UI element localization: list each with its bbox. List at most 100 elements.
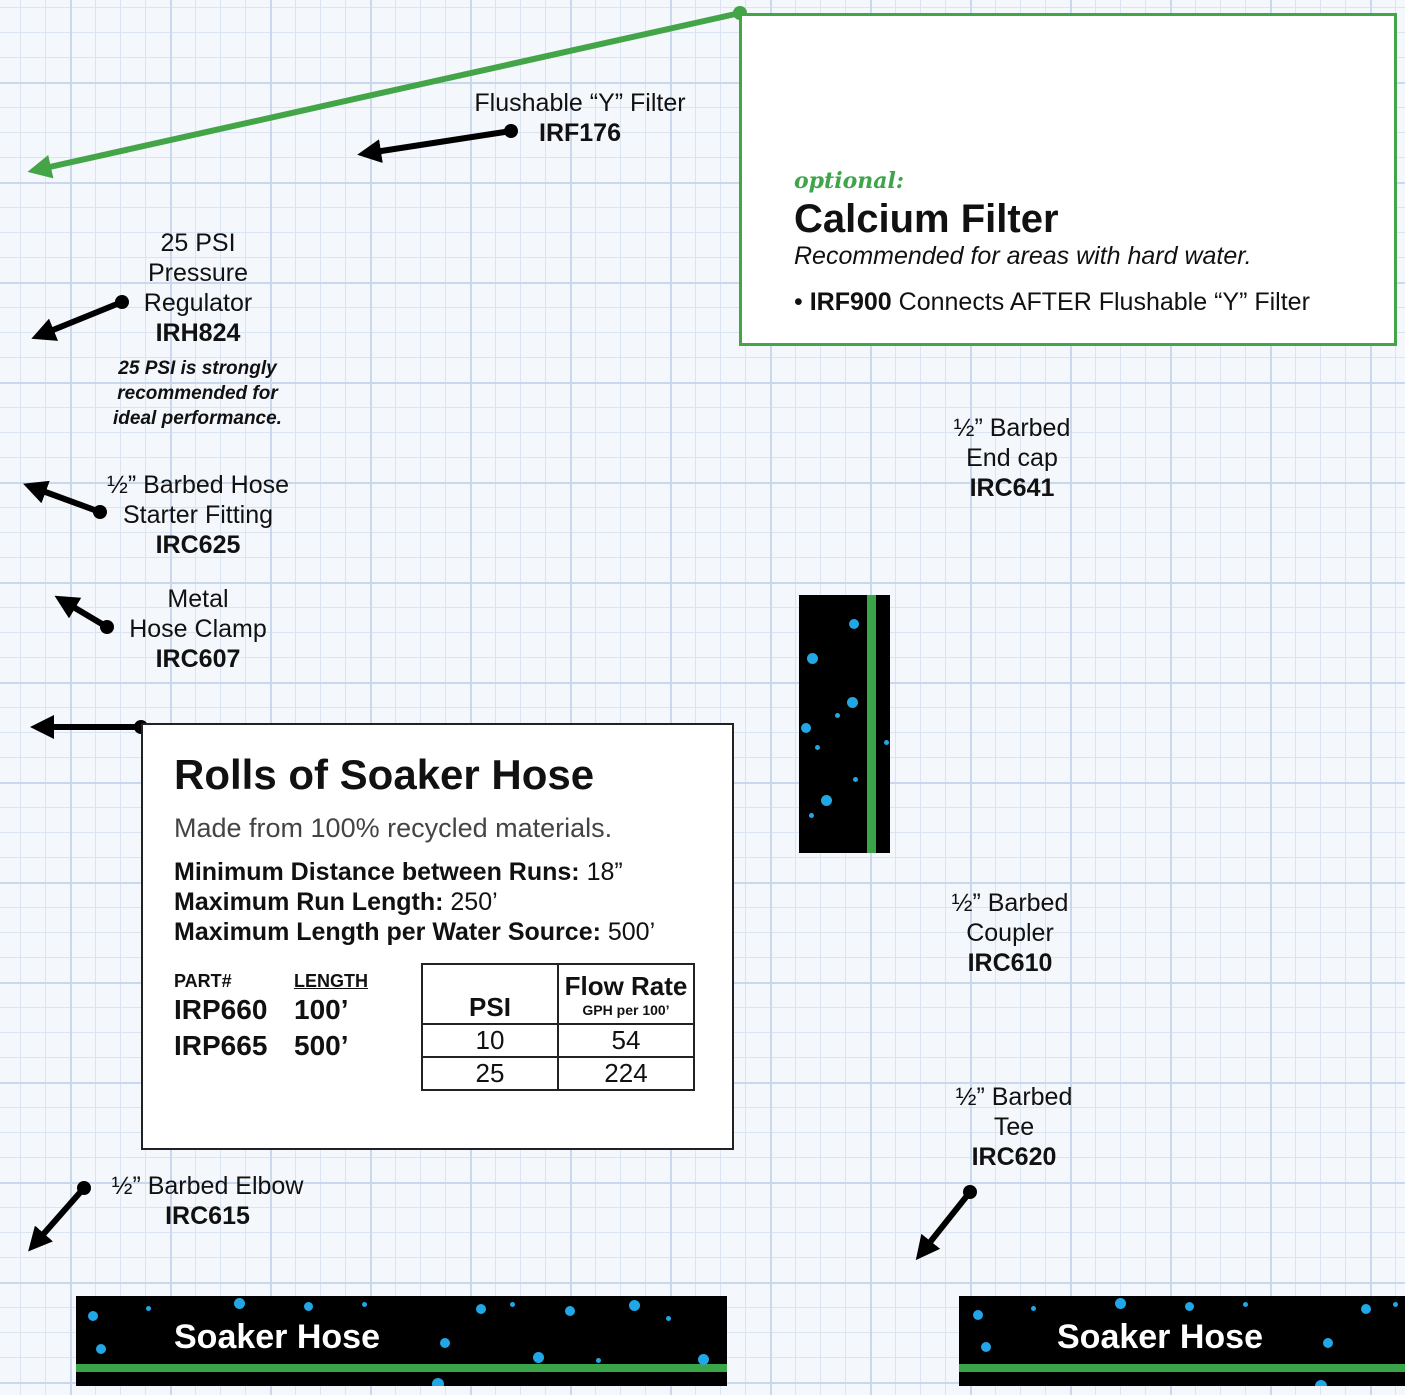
end-cap-label: ½” Barbed End cap IRC641 [932,413,1092,503]
hose-stripe [959,1364,1405,1372]
y-filter-code: IRF176 [539,119,621,147]
water-dot [1315,1380,1327,1386]
spec-max-run: Maximum Run Length: 250’ [174,887,498,917]
water-dot [304,1302,313,1311]
water-dot [853,777,858,782]
starter-fitting-label: ½” Barbed Hose Starter Fitting IRC625 [98,470,298,560]
flow-rate-table: PSI Flow Rate GPH per 100’ 10 54 25 224 [421,963,695,1091]
water-dot [596,1358,601,1363]
water-dot [146,1306,151,1311]
water-dot [510,1302,515,1307]
water-dot [362,1302,367,1307]
part-length: 500’ [294,1030,349,1061]
tee-line1: ½” Barbed [955,1083,1073,1111]
water-dot [809,813,814,818]
tee-label: ½” Barbed Tee IRC620 [934,1082,1094,1172]
flow-table-header: PSI Flow Rate GPH per 100’ [421,963,695,1025]
water-dot [1115,1298,1126,1309]
calcium-filter-code: IRF900 [809,288,892,316]
water-dot [432,1378,444,1386]
coupler-line2: Coupler [966,919,1054,947]
starter-line2: Starter Fitting [122,501,274,529]
psi-header: PSI [421,963,559,1025]
rate-cell: 224 [557,1056,695,1091]
elbow-code: IRC615 [165,1202,250,1230]
water-dot [698,1354,709,1365]
water-dot [801,723,811,733]
y-filter-name: Flushable “Y” Filter [474,89,686,117]
soaker-hose-label: Soaker Hose [1057,1318,1263,1356]
tee-arrow [915,1185,977,1261]
water-dot [476,1304,486,1314]
psi-cell: 10 [421,1023,559,1058]
bullet-dot: • [794,288,803,316]
spec-value: 18” [586,858,623,886]
water-dot [533,1352,544,1363]
rolls-info-box: Rolls of Soaker Hose Made from 100% recy… [141,723,734,1150]
spec-value: 500’ [607,918,656,946]
starter-line1: ½” Barbed Hose [106,471,290,499]
water-dot [1361,1304,1371,1314]
water-dot [815,745,820,750]
regulator-label: 25 PSI Pressure Regulator IRH824 [118,228,278,348]
hose-clamp-arrow [54,595,114,634]
rate-cell: 54 [557,1023,695,1058]
regulator-note: 25 PSI is strongly recommended for ideal… [90,356,305,431]
water-dot [565,1306,575,1316]
regulator-line3: Regulator [143,289,253,317]
spec-value: 250’ [450,888,498,916]
elbow-label: ½” Barbed Elbow IRC615 [100,1171,315,1231]
end-cap-code: IRC641 [969,474,1055,502]
clamp-code: IRC607 [155,645,241,673]
rolls-title: Rolls of Soaker Hose [174,751,595,798]
soaker-hose-left: Soaker Hose [76,1296,727,1386]
rolls-made-from: Made from 100% recycled materials. [174,813,613,843]
calcium-filter-subtitle: Recommended for areas with hard water. [794,242,1252,270]
optional-tag: optional: [794,168,904,194]
clamp-line1: Metal [167,585,229,613]
water-dot [1243,1302,1248,1307]
flow-rate-unit: GPH per 100’ [582,1001,670,1018]
end-cap-line1: ½” Barbed [953,414,1071,442]
y-filter-label: Flushable “Y” Filter IRF176 [440,88,720,148]
water-dot [973,1310,983,1320]
spec-label: Maximum Run Length: [174,888,444,916]
water-dot [440,1338,450,1348]
spec-label: Maximum Length per Water Source: [174,918,601,946]
regulator-note-line1: 25 PSI is strongly [118,358,277,379]
water-dot [666,1316,671,1321]
calcium-filter-box: optional: Calcium Filter Recommended for… [739,13,1397,346]
parts-header-length: LENGTH [294,971,368,991]
coupler-code: IRC610 [967,949,1053,977]
water-dot [1323,1338,1333,1348]
elbow-name: ½” Barbed Elbow [111,1172,304,1200]
hose-stripe [76,1364,727,1372]
water-dot [981,1342,991,1352]
water-dot [1393,1302,1398,1307]
water-dot [1185,1302,1194,1311]
spec-max-length: Maximum Length per Water Source: 500’ [174,917,655,947]
parts-header-part: PART# [174,971,232,991]
flow-rate-header: Flow Rate GPH per 100’ [557,963,695,1025]
regulator-code: IRH824 [155,319,241,347]
coupler-label: ½” Barbed Coupler IRC610 [930,888,1090,978]
hose-clamp-label: Metal Hose Clamp IRC607 [118,584,278,674]
y-filter-arrow [357,124,518,163]
soaker-hose-label: Soaker Hose [174,1318,380,1356]
water-dot [821,795,832,806]
end-cap-line2: End cap [966,444,1058,472]
rolls-arrow [30,715,148,739]
water-dot [96,1344,106,1354]
water-dot [849,619,859,629]
calcium-filter-title: Calcium Filter [794,197,1059,241]
calcium-filter-bullet: • IRF900 Connects AFTER Flushable “Y” Fi… [794,288,1310,317]
regulator-arrow [31,295,129,341]
water-dot [1031,1306,1036,1311]
soaker-hose-right: Soaker Hose [959,1296,1405,1386]
hose-stripe [867,595,876,853]
parts-header: PART# LENGTH [174,971,368,992]
water-dot [629,1300,640,1311]
